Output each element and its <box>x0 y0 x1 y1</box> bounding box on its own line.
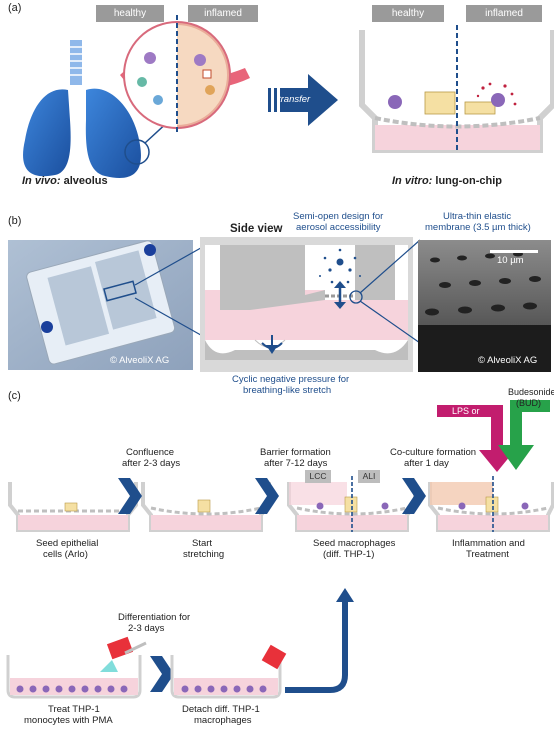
scale-bar <box>490 250 538 253</box>
detach-line2: macrophages <box>194 715 252 726</box>
cyclic-line1: Cyclic negative pressure for <box>232 374 349 385</box>
bud-line2: (BUD) <box>516 398 541 409</box>
semi-open-line1: Semi-open design for <box>293 211 383 222</box>
side-view-schematic <box>200 237 413 372</box>
seed-epi-line1: Seed epithelial <box>36 538 98 549</box>
lcc-tag: LCC <box>305 470 331 483</box>
copyright-right: © AlveoliX AG <box>478 355 537 366</box>
diff-line1: Differentiation for <box>118 612 190 623</box>
confluence-line2: after 2-3 days <box>122 458 180 469</box>
in-vivo-caption: In vivo: alveolus <box>22 176 108 187</box>
infl-line2: Treatment <box>466 549 509 560</box>
bottom-flasks <box>8 637 286 697</box>
diff-line2: 2-3 days <box>128 623 164 634</box>
seed-mac-line1: Seed macrophages <box>313 538 395 549</box>
panel-c-wells <box>10 476 553 532</box>
barrier-line1: Barrier formation <box>260 447 331 458</box>
cyclic-line2: breathing-like stretch <box>243 385 331 396</box>
infl-line1: Inflammation and <box>452 538 525 549</box>
in-vitro-healthy-tag: healthy <box>372 5 444 22</box>
in-vivo-healthy-tag: healthy <box>96 5 164 22</box>
treat-line1: Treat THP-1 <box>48 704 100 715</box>
side-view-title: Side view <box>230 224 282 235</box>
panel-a-label: (a) <box>8 2 21 14</box>
panel-b-label: (b) <box>8 215 21 227</box>
in-vitro-inflamed-tag: inflamed <box>466 5 542 22</box>
in-vitro-chip <box>362 25 553 150</box>
bud-line1: Budesonide <box>508 387 554 398</box>
seed-epi-line2: cells (Arlo) <box>43 549 88 560</box>
alveolus-zoom <box>120 15 250 135</box>
lps-line2: TNFα/IFNγ <box>441 416 485 427</box>
coculture-line1: Co-culture formation <box>390 447 476 458</box>
barrier-line2: after 7-12 days <box>264 458 327 469</box>
scale-label: 10 µm <box>497 255 524 266</box>
treat-line2: monocytes with PMA <box>24 715 113 726</box>
transfer-label: transfer <box>278 94 310 105</box>
membrane-line1: Ultra-thin elastic <box>443 211 511 222</box>
confluence-line1: Confluence <box>126 447 174 458</box>
chip-photo <box>8 240 193 370</box>
copyright-left: © AlveoliX AG <box>110 355 169 366</box>
start-line1: Start <box>192 538 212 549</box>
ali-tag: ALI <box>358 470 380 483</box>
semi-open-line2: aerosol accessibility <box>296 222 380 233</box>
in-vivo-inflamed-tag: inflamed <box>188 5 258 22</box>
coculture-line2: after 1 day <box>404 458 449 469</box>
panel-c-label: (c) <box>8 390 21 402</box>
sem-image <box>418 240 551 372</box>
seed-mac-line2: (diff. THP-1) <box>323 549 374 560</box>
detach-line1: Detach diff. THP-1 <box>182 704 260 715</box>
in-vitro-caption: In vitro: lung-on-chip <box>392 176 502 187</box>
membrane-line2: membrane (3.5 µm thick) <box>425 222 531 233</box>
start-line2: stretching <box>183 549 224 560</box>
